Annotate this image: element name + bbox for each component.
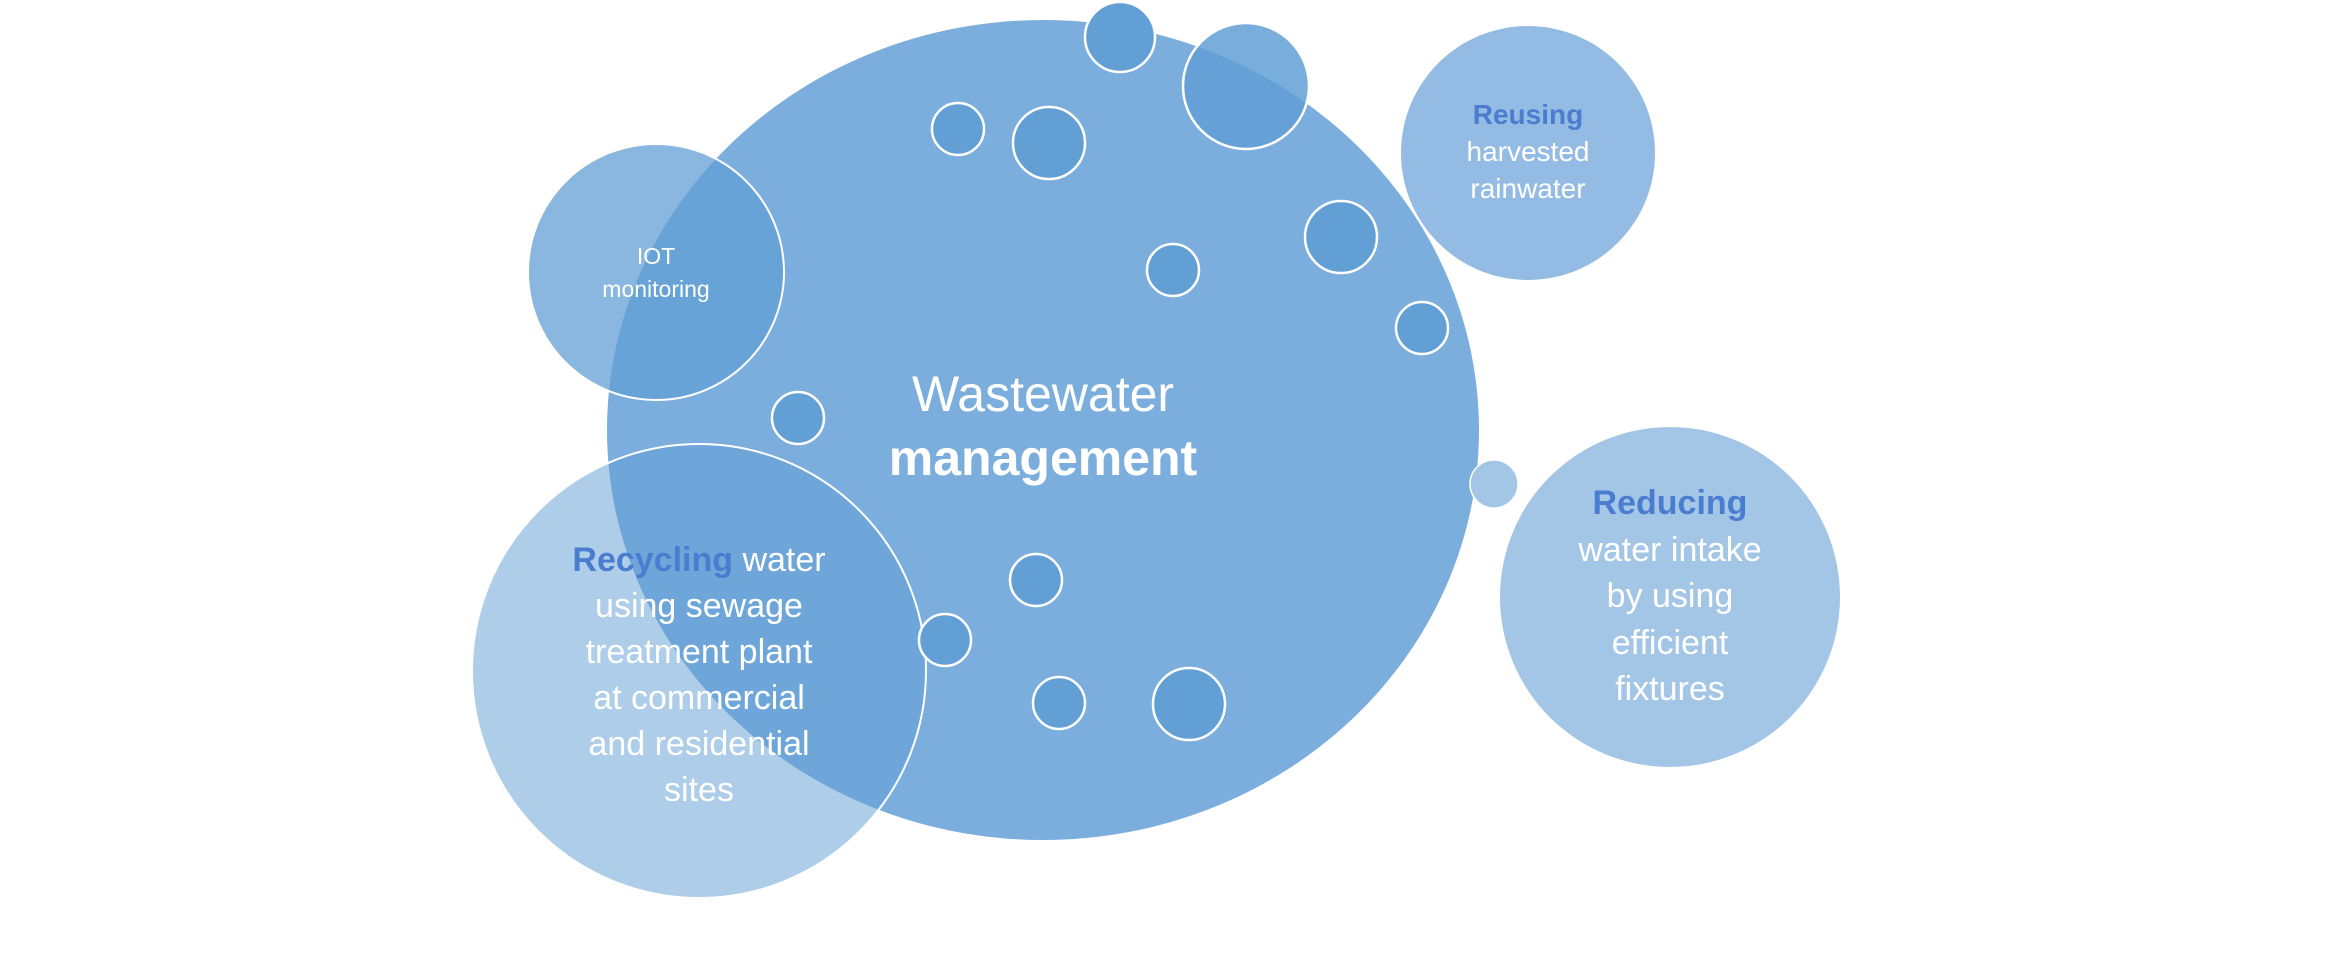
- iot-circle: [527, 143, 785, 401]
- iot-label: IOT monitoring: [556, 240, 756, 306]
- title-line-2: management: [888, 430, 1198, 486]
- recycling-line-1: using sewage: [595, 587, 803, 625]
- reusing-line-1: harvested: [1466, 136, 1590, 167]
- bubble: [1394, 300, 1450, 356]
- main-title: Wastewater management: [843, 362, 1243, 490]
- reducing-label: Reducing water intake by using efficient…: [1545, 480, 1795, 713]
- bubble: [930, 101, 986, 157]
- recycling-line-5: sites: [664, 771, 734, 809]
- reducing-line-3: efficient: [1611, 623, 1729, 662]
- reducing-keyword: Reducing: [1592, 484, 1748, 522]
- bubble: [1181, 21, 1311, 151]
- bubble: [1008, 552, 1064, 608]
- iot-line-1: IOT: [636, 243, 676, 269]
- recycling-line-0: Recycling water: [549, 537, 849, 583]
- title-line-1: Wastewater: [911, 366, 1175, 422]
- reducing-line-1: water intake: [1578, 530, 1762, 569]
- bubble: [770, 390, 826, 446]
- reducing-line-2: by using: [1606, 577, 1734, 615]
- small-light-bubble: [1469, 459, 1519, 509]
- reusing-line-2: rainwater: [1470, 173, 1586, 204]
- recycling-circle: [471, 443, 927, 899]
- recycling-keyword: Recycling: [572, 541, 734, 579]
- reducing-circle: [1500, 427, 1840, 767]
- bubble: [1083, 0, 1157, 74]
- bubble: [917, 612, 973, 668]
- reusing-keyword: Reusing: [1472, 99, 1584, 130]
- reducing-line-4: fixtures: [1615, 670, 1725, 708]
- bubble: [1145, 242, 1201, 298]
- bubble: [1151, 666, 1227, 742]
- bubble: [1011, 105, 1087, 181]
- recycling-line-3: at commercial: [593, 679, 805, 717]
- reusing-circle: [1401, 26, 1655, 280]
- iot-line-2: monitoring: [602, 276, 710, 302]
- bubble: [1031, 675, 1087, 731]
- recycling-line-4: and residential: [588, 725, 810, 763]
- bubble: [1303, 199, 1379, 275]
- recycling-line-2: treatment plant: [585, 633, 813, 671]
- recycling-label: Recycling water using sewage treatment p…: [549, 537, 849, 813]
- reusing-label: Reusing harvested rainwater: [1428, 96, 1628, 207]
- recycling-line-0-rest: water: [733, 541, 826, 579]
